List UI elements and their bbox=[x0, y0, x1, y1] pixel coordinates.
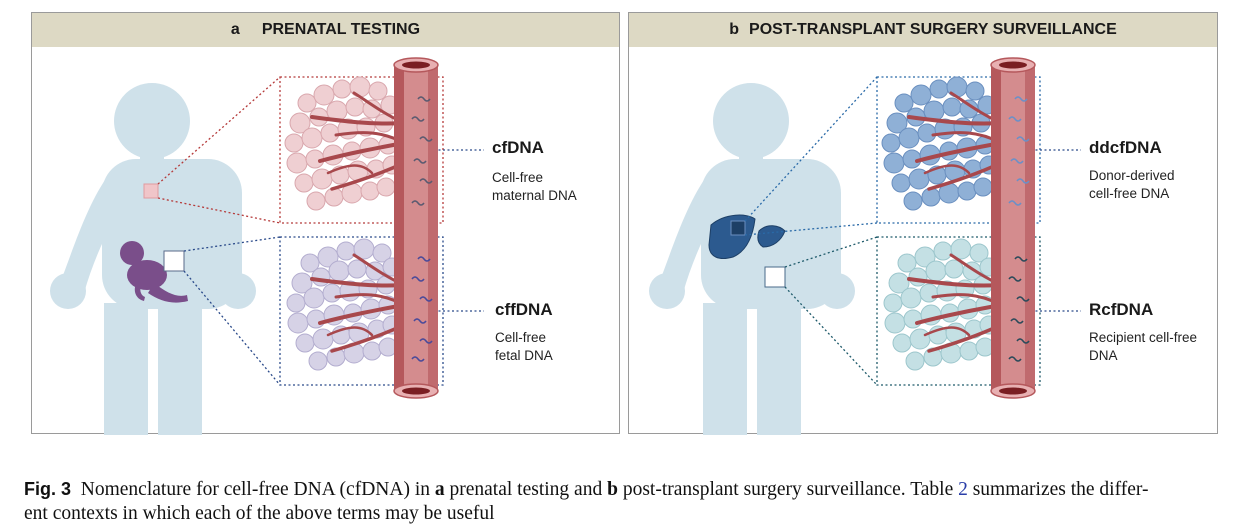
figure-caption: Fig. 3 Nomenclature for cell-free DNA (c… bbox=[24, 477, 1224, 526]
fetal-sample-box bbox=[163, 250, 185, 272]
donor-sample-box bbox=[730, 220, 746, 236]
caption-text: Nomenclature for cell-free DNA (cfDNA) i… bbox=[80, 479, 435, 500]
transplant-illustration bbox=[649, 57, 1081, 435]
recipient-sample-box bbox=[764, 266, 786, 288]
caption-text: prenatal testing and bbox=[444, 479, 608, 500]
panel-letter: b bbox=[729, 21, 740, 38]
cfdna-desc-line1: Cell-free bbox=[492, 170, 544, 185]
maternal-tissue-cells bbox=[284, 76, 402, 211]
caption-text: summarizes the differ- bbox=[967, 479, 1149, 500]
fetal-tissue-cells bbox=[286, 238, 402, 371]
cffdna-desc-line2: fetal DNA bbox=[495, 348, 553, 363]
caption-text: post-transplant surgery surveillance. Ta… bbox=[617, 479, 959, 500]
panel-header: a PRENATAL TESTING bbox=[32, 13, 619, 47]
panel-header: b POST-TRANSPLANT SURGERY SURVEILLANCE bbox=[629, 13, 1217, 47]
ddcfdna-desc-line1: Donor-derived bbox=[1089, 168, 1175, 183]
dna-fragments bbox=[411, 96, 433, 362]
ddcfdna-desc-line2: cell-free DNA bbox=[1089, 186, 1170, 201]
human-silhouette bbox=[649, 83, 855, 435]
blood-vessel bbox=[990, 57, 1036, 399]
panel-letter: a bbox=[230, 21, 240, 38]
panel-prenatal-testing: a PRENATAL TESTING bbox=[31, 12, 620, 435]
recipient-tissue-cells bbox=[883, 238, 999, 371]
table-link[interactable]: 2 bbox=[958, 479, 968, 500]
cffdna-desc-line1: Cell-free bbox=[495, 330, 547, 345]
caption-panel-a-ref: a bbox=[434, 479, 445, 500]
ddcfdna-term: ddcfDNA bbox=[1089, 138, 1162, 157]
panel-title: PRENATAL TESTING bbox=[261, 21, 421, 38]
panel-title: POST-TRANSPLANT SURGERY SURVEILLANCE bbox=[749, 21, 1117, 38]
figure-label: Fig. 3 bbox=[24, 479, 72, 499]
caption-panel-b-ref: b bbox=[607, 479, 618, 500]
blood-vessel bbox=[393, 57, 439, 399]
maternal-sample-box bbox=[143, 183, 159, 199]
rcfdna-desc-line1: Recipient cell-free bbox=[1089, 330, 1198, 345]
cfdna-term: cfDNA bbox=[492, 138, 544, 157]
rcfdna-term: RcfDNA bbox=[1089, 300, 1154, 319]
rcfdna-desc-line2: DNA bbox=[1089, 348, 1118, 363]
donor-tissue-cells bbox=[881, 76, 999, 211]
dna-fragments bbox=[1008, 96, 1030, 362]
cfdna-desc-line2: maternal DNA bbox=[492, 188, 577, 203]
caption-text-line2: ent contexts in which each of the above … bbox=[24, 503, 495, 524]
panel-transplant-surveillance: b POST-TRANSPLANT SURGERY SURVEILLANCE bbox=[628, 12, 1218, 435]
human-silhouette bbox=[50, 83, 256, 435]
prenatal-illustration bbox=[50, 57, 484, 435]
cffdna-term: cffDNA bbox=[495, 300, 553, 319]
fetus-icon bbox=[120, 241, 188, 303]
